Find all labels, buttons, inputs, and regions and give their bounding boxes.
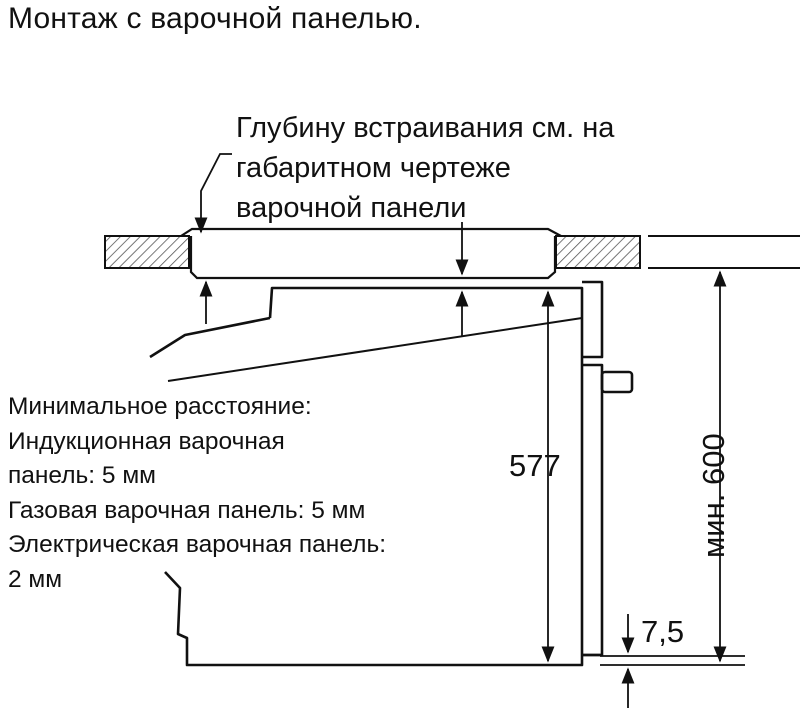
oven-door [582, 363, 604, 657]
depth-note: Глубину встраивания см. на габаритном че… [236, 108, 614, 228]
oven-door-handle [600, 370, 634, 394]
bottom-gap-label: 7,5 [641, 614, 685, 649]
clearance-note-line: Минимальное расстояние: [8, 393, 312, 420]
oven-outline [164, 286, 584, 667]
cooktop [180, 227, 562, 280]
oven [149, 280, 634, 667]
dimension-lines [194, 153, 745, 708]
clearance-note-line: Индукционная варочная [8, 427, 285, 455]
countertop-right-section [555, 235, 641, 269]
oven-panel-perspective-line [167, 317, 583, 382]
clearance-note: Минимальное расстояние: Индукционная вар… [8, 390, 386, 597]
countertop-left-section [104, 235, 190, 269]
depth-note-line: Глубину встраивания см. на [236, 112, 615, 144]
cooktop-body [189, 236, 557, 280]
depth-note-line: габаритном чертеже [236, 152, 511, 184]
clearance-note-line: Газовая варочная панель: 5 мм [8, 496, 366, 524]
countertop [104, 235, 800, 269]
page-title: Монтаж с варочной панелью. [8, 2, 422, 35]
clearance-note-line: 2 мм [8, 565, 63, 593]
niche-height-label: мин. 600 [696, 433, 731, 558]
depth-note-leader [194, 153, 232, 234]
depth-note-line: варочной панели [236, 192, 467, 224]
oven-control-panel [582, 280, 604, 359]
clearance-note-line: Электрическая варочная панель: [8, 531, 387, 558]
cooktop-glass-top [180, 227, 562, 237]
oven-height-label: 577 [509, 448, 561, 483]
clearance-note-line: панель: 5 мм [8, 462, 157, 489]
oven-rear-top-edge [149, 316, 271, 359]
